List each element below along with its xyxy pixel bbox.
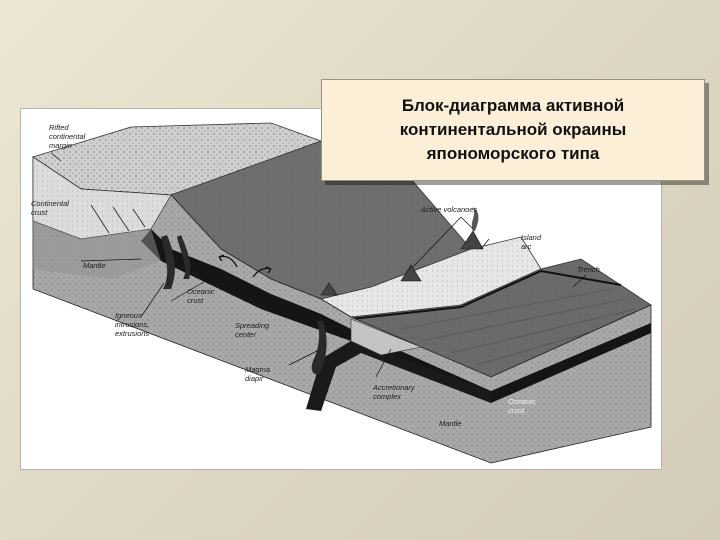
label-oceanic-crust-left: Oceanic crust <box>187 287 215 305</box>
slide-title-box: Блок-диаграмма активной континентальной … <box>321 79 705 181</box>
label-island-arc: Island arc <box>521 233 541 251</box>
label-oceanic-crust-right: Oceanic crust <box>508 397 536 415</box>
label-rifted-margin: Rifted continental margin <box>49 123 85 150</box>
label-mantle-left: Mantle <box>83 261 106 270</box>
label-active-volcanoes: Active volcanoes <box>421 205 477 214</box>
label-accretionary-complex: Accretionary complex <box>373 383 415 401</box>
slide-title-line-2: континентальной окраины <box>400 118 627 142</box>
label-trench: Trench <box>577 265 600 274</box>
label-magma-diapir: Magma diapir <box>245 365 270 383</box>
label-mantle-right: Mantle <box>439 419 462 428</box>
label-continental-crust: Continental crust <box>31 199 69 217</box>
label-igneous: Igneous intrusions, extrusions <box>115 311 149 338</box>
slide-title-line-1: Блок-диаграмма активной <box>402 94 624 118</box>
label-spreading-center: Spreading center <box>235 321 269 339</box>
slide-title-line-3: япономорского типа <box>427 142 600 166</box>
